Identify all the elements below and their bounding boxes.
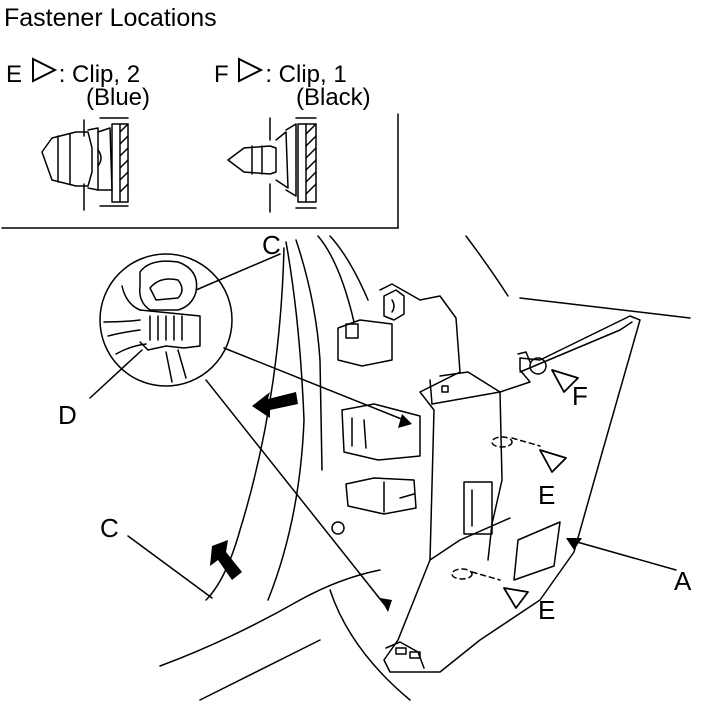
arrow-left-icon — [252, 392, 298, 418]
callout-e-upper: E — [538, 480, 556, 510]
callout-c-top: C — [262, 230, 281, 260]
legend-e-text: : Clip, 2 — [58, 61, 141, 88]
callout-f: F — [572, 381, 588, 411]
legend-item-f: F : Clip, 1 — [214, 56, 347, 87]
page-title: Fastener Locations — [4, 4, 217, 32]
hidden-clip-e — [451, 436, 541, 581]
legend-f-text: : Clip, 1 — [265, 61, 347, 88]
callout-a: A — [674, 566, 692, 596]
legend-e-color: (Blue) — [86, 84, 151, 111]
legend-e-letter: E — [6, 61, 23, 88]
interior-components — [331, 289, 449, 535]
arrow-up-left-icon — [210, 540, 242, 580]
clip-f-drawing — [227, 117, 317, 213]
detail-circle — [99, 253, 233, 387]
legend-frame — [1, 113, 399, 229]
leader-lines — [89, 253, 677, 605]
triangle-outline-icon — [31, 57, 57, 83]
triangle-outline-icon — [551, 369, 579, 393]
callout-c-left: C — [100, 513, 119, 543]
callout-e-lower: E — [538, 595, 556, 625]
clip-e-drawing — [41, 117, 129, 211]
callout-d: D — [58, 400, 77, 430]
triangle-outline-icon — [539, 449, 567, 473]
legend-f-letter: F — [214, 61, 229, 88]
triangle-outline-icon — [238, 57, 264, 83]
triangle-outline-icon — [503, 587, 529, 609]
legend-f-color: (Black) — [296, 84, 371, 111]
trim-panel-a — [379, 283, 641, 673]
legend-item-e: E : Clip, 2 — [6, 56, 140, 87]
body-pillar — [159, 235, 691, 701]
clip-f-on-panel — [517, 351, 547, 375]
